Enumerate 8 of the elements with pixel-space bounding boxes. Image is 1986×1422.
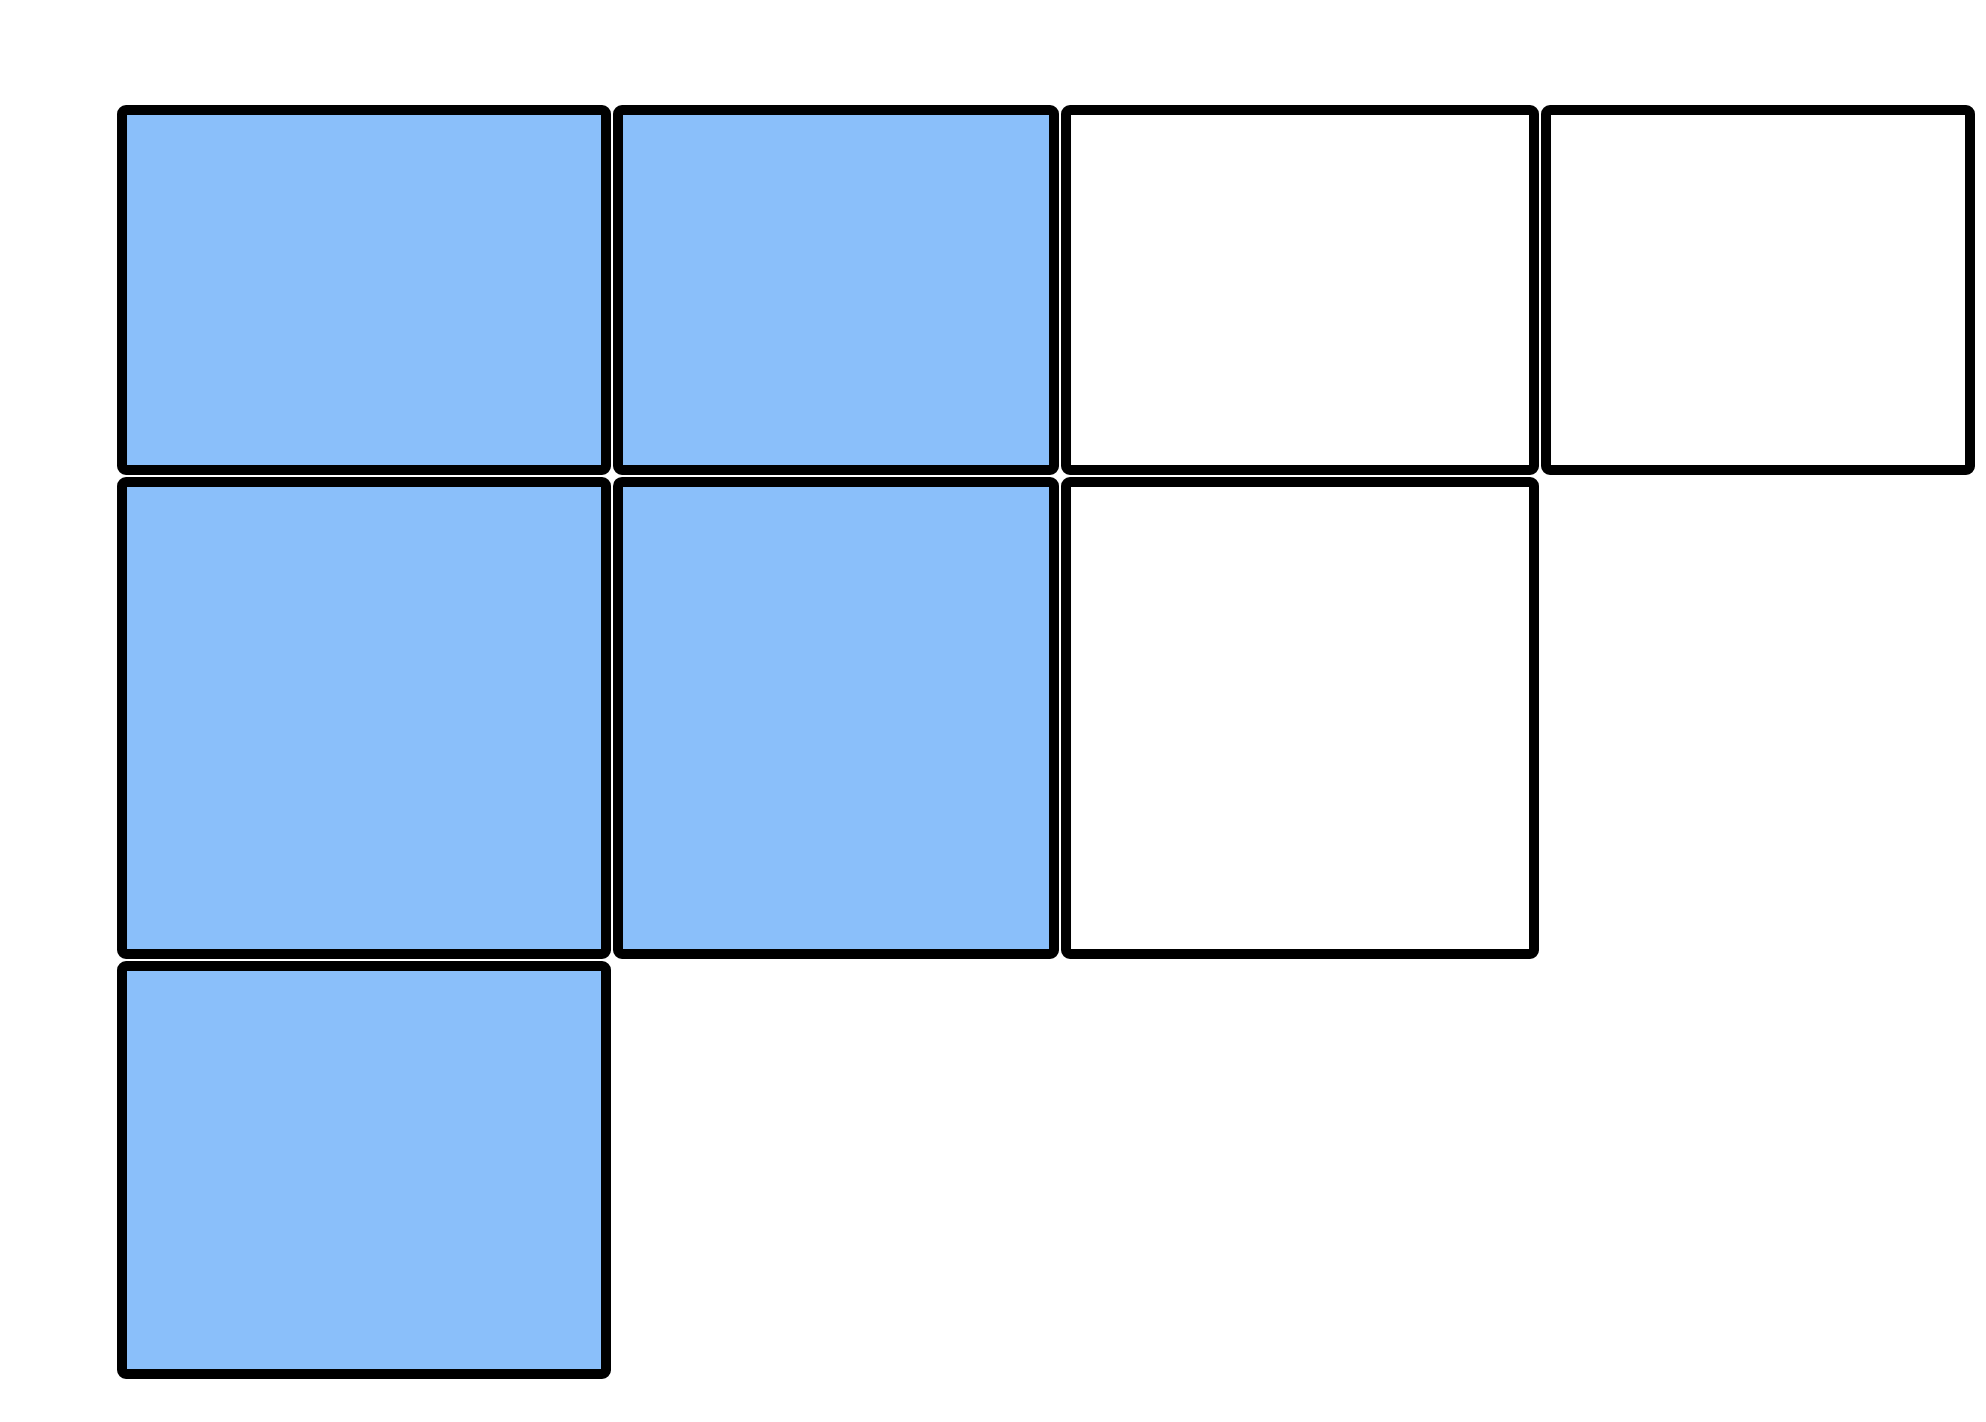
grid-cell [1061,477,1539,959]
grid-cell [117,105,611,475]
grid-cell [1541,105,1975,475]
grid-cell [1061,105,1539,475]
grid-cell [613,105,1059,475]
grid-cell [117,961,611,1379]
grid-cell [613,477,1059,959]
grid-cell [117,477,611,959]
